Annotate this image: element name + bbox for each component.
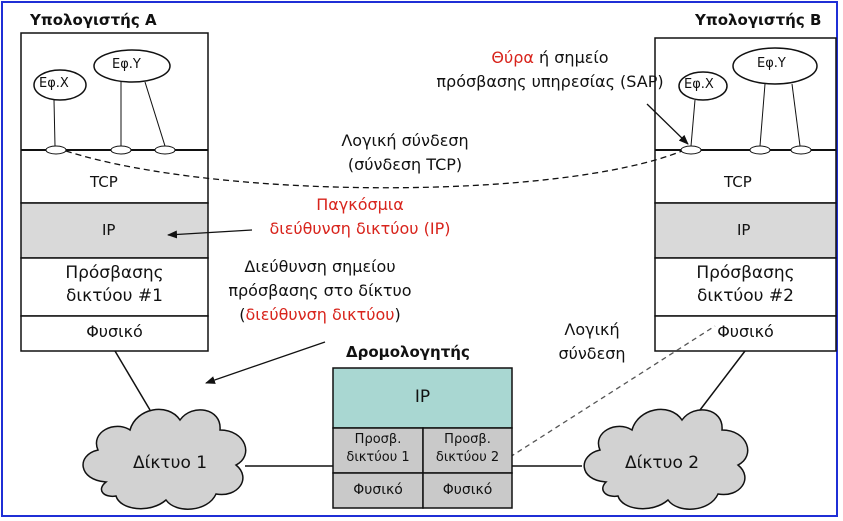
network-2-cloud (583, 408, 749, 510)
router-ip-label: IP (414, 387, 431, 407)
network-1-cloud (82, 408, 247, 510)
computer-a-access-label: Πρόσβασης δικτύου #1 (21, 262, 208, 308)
global-address-annotation: Παγκόσμια διεύθυνση δικτύου (IP) (240, 193, 480, 241)
computer-a-port-y1 (110, 145, 132, 155)
computer-a-title: Υπολογιστής A (30, 11, 157, 29)
computer-b-access-line-2: δικτύου #2 (697, 286, 794, 306)
computer-b-app-x-label: Εφ.X (684, 77, 714, 92)
net-access-address-line-3: (διεύθυνση δικτύου) (205, 303, 435, 327)
link-host-b-to-network-2 (699, 350, 746, 411)
logical-tcp-line-2: (σύνδεση TCP) (347, 155, 463, 174)
computer-a-access-line-1: Πρόσβασης (65, 263, 164, 283)
computer-b-stack (654, 37, 837, 352)
computer-b-port-y1 (749, 145, 771, 155)
global-address-line-1: Παγκόσμια (316, 195, 404, 214)
computer-b-ip-label: IP (737, 221, 751, 239)
computer-b-ip-layer (654, 202, 837, 259)
global-address-line-2: διεύθυνση δικτύου (IP) (269, 219, 451, 238)
sap-annotation: Θύρα ή σημείο πρόσβασης υπηρεσίας (SAP) (420, 46, 680, 94)
net-access-address-line-2: πρόσβασης στο δίκτυο (228, 281, 412, 300)
computer-a-physical-layer (20, 315, 209, 352)
logical-link-line-2: σύνδεση (558, 344, 626, 363)
router-title: Δρομολογητής (346, 343, 470, 361)
logical-link-line-1: Λογική (564, 320, 620, 339)
sap-pointer-arrow (646, 103, 689, 145)
logical-tcp-line-1: Λογική σύνδεση (341, 131, 469, 150)
computer-a-access-layer (20, 257, 209, 317)
router-access-1-line-1: Προσβ. (354, 432, 402, 447)
network-2-label: Δίκτυο 2 (625, 453, 700, 473)
global-address-arrow (167, 229, 253, 239)
router-access-2-line-1: Προσβ. (444, 432, 491, 447)
sap-port-rest: ή σημείο (533, 48, 609, 67)
router-access-1-label: Προσβ. δικτύου 1 (333, 431, 423, 467)
computer-a-access-line-2: δικτύου #1 (66, 286, 163, 306)
computer-b-port-y2 (790, 145, 812, 155)
sap-port-word: Θύρα (491, 48, 534, 67)
computer-b-access-label: Πρόσβασης δικτύου #2 (655, 262, 836, 308)
sap-annotation-line-2: πρόσβασης υπηρεσίας (SAP) (436, 72, 664, 91)
router-stack (332, 367, 513, 509)
computer-a-port-x (45, 145, 67, 155)
computer-a-app-x-bubble (33, 69, 87, 101)
computer-b-app-x-bubble (678, 71, 728, 101)
computer-b-tcp-label: TCP (724, 173, 752, 191)
link-host-a-to-network-1 (114, 350, 151, 411)
logical-tcp-connection-curve (65, 150, 683, 189)
net-access-address-annotation: Διεύθυνση σημείου πρόσβασης στο δίκτυο (… (205, 255, 435, 327)
paren-open: ( (239, 305, 246, 324)
router-physical-1-cell (332, 472, 424, 509)
computer-b-port-x (680, 145, 702, 155)
logical-link-dashed-line (509, 325, 716, 458)
computer-a-app-x-label: Εφ.X (39, 76, 69, 91)
computer-a-app-y-bubble (93, 49, 171, 83)
router-physical-2-label: Φυσικό (442, 482, 493, 498)
sap-annotation-line-1: Θύρα ή σημείο (420, 46, 680, 70)
paren-close: ) (394, 305, 401, 324)
network-1-label: Δίκτυο 1 (133, 453, 208, 473)
router-access-2-label: Προσβ. δικτύου 2 (423, 431, 512, 467)
network-address-term: διεύθυνση δικτύου (245, 305, 395, 324)
computer-b-app-y-label: Εφ.Y (757, 56, 786, 71)
computer-a-tcp-label: TCP (90, 173, 118, 191)
computer-a-port-y2 (154, 145, 176, 155)
router-access-2-line-2: δικτύου 2 (435, 450, 500, 465)
computer-a-ip-label: IP (102, 221, 116, 239)
computer-b-access-line-1: Πρόσβασης (696, 263, 795, 283)
router-access-1-line-2: δικτύου 1 (346, 450, 410, 465)
computer-a-app-y-label: Εφ.Y (112, 57, 141, 72)
computer-a-physical-label: Φυσικό (86, 322, 143, 341)
logical-tcp-annotation: Λογική σύνδεση (σύνδεση TCP) (300, 129, 510, 177)
net-access-address-arrow (205, 341, 326, 384)
computer-b-app-y-bubble (732, 47, 818, 85)
router-physical-2-cell (422, 472, 513, 509)
router-physical-1-label: Φυσικό (353, 482, 403, 498)
net-access-address-line-1: Διεύθυνση σημείου (244, 257, 396, 276)
computer-b-title: Υπολογιστής B (695, 11, 822, 29)
computer-b-physical-label: Φυσικό (717, 322, 774, 341)
logical-link-annotation: Λογική σύνδεση (522, 318, 662, 366)
